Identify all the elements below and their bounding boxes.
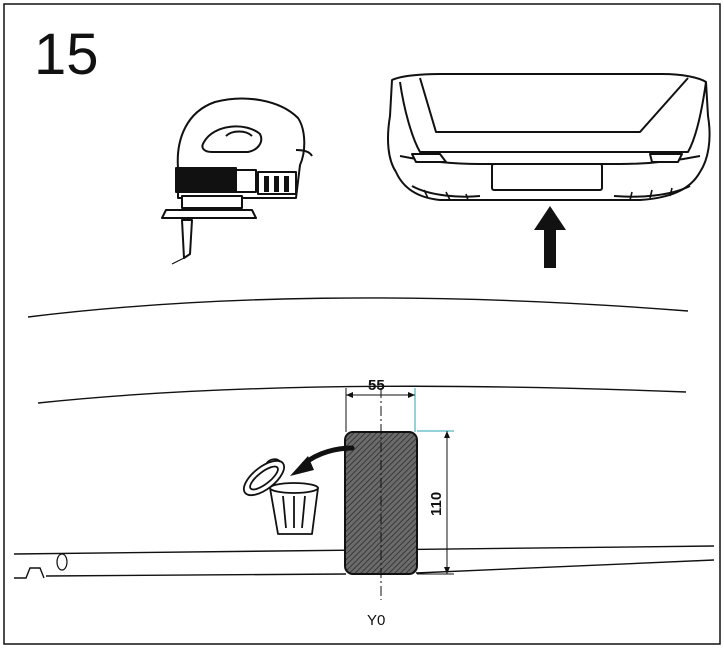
- panel-border: [3, 3, 721, 645]
- bumper-upper-edge-line: [27, 297, 689, 318]
- up-arrow-icon: [534, 206, 566, 268]
- height-dimension: [417, 430, 454, 575]
- width-label: 55: [368, 377, 385, 394]
- bumper-bottom-line-right: [415, 559, 715, 574]
- bumper-bottom-line-left: [45, 573, 347, 577]
- width-dimension: [345, 388, 416, 432]
- bumper-hole: [56, 553, 68, 571]
- curved-arrow-icon: [290, 445, 355, 476]
- rear-bumper-icon: [387, 73, 711, 201]
- height-label: 110: [428, 492, 445, 516]
- trash-bin-icon: [243, 458, 319, 535]
- y0-label: Y0: [367, 612, 385, 629]
- step-number: 15: [34, 22, 99, 87]
- bumper-clip-notch: [14, 567, 45, 579]
- bumper-middle-edge-line: [37, 385, 687, 404]
- jigsaw-icon: [161, 97, 313, 265]
